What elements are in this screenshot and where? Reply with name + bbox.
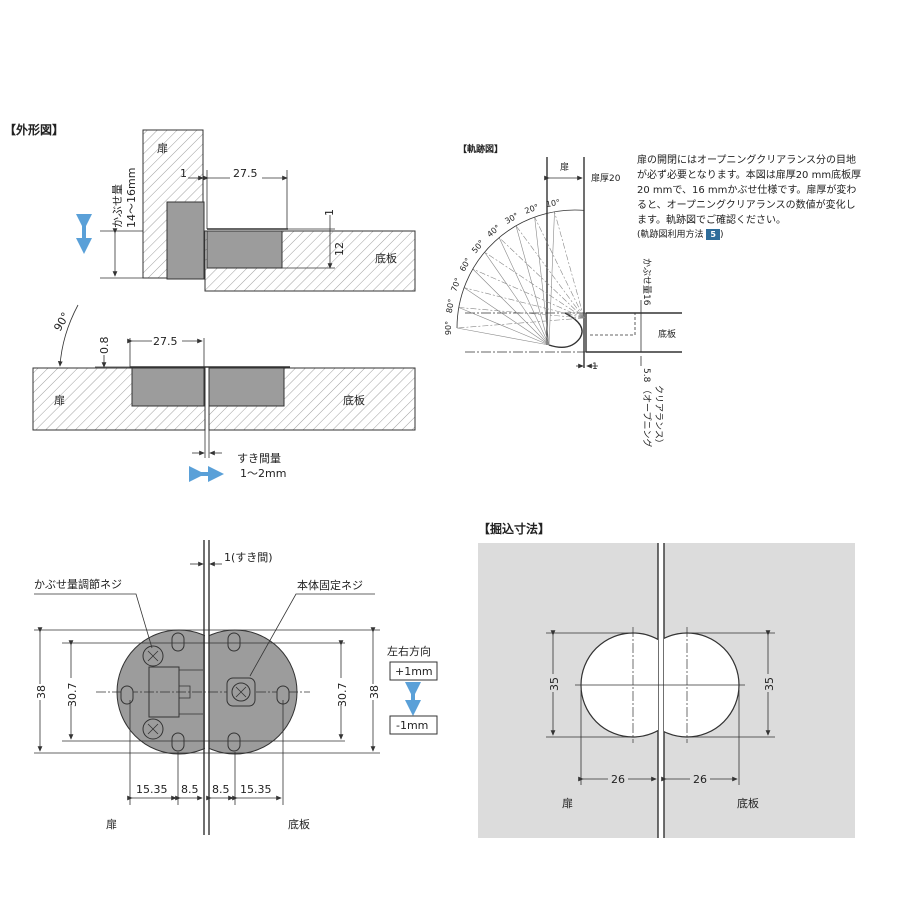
trajectory-line — [484, 251, 550, 346]
gap-range: 1～2mm — [240, 467, 286, 480]
hinge-cup-left — [131, 367, 205, 407]
trajectory-lines — [456, 211, 585, 346]
trajectory-line — [456, 327, 550, 346]
traj-door-thickness: 扉厚20 — [591, 172, 621, 184]
dim-15-35-right: 15.35 — [240, 783, 272, 796]
angle-label: 40° — [485, 223, 502, 239]
dim-35-right: 35 — [763, 677, 776, 691]
angle-label: 50° — [470, 238, 486, 255]
bore-door-label: 扉 — [562, 797, 573, 810]
dim-15-35-left: 15.35 — [136, 783, 168, 796]
door-label-plan: 扉 — [54, 394, 65, 407]
traj-board-label: 底板 — [658, 328, 676, 340]
dim-38-left: 38 — [35, 685, 48, 699]
hinge-board-part — [206, 230, 283, 269]
dim-8-5-right: 8.5 — [212, 783, 230, 796]
angle-label: 80° — [445, 298, 456, 314]
dim-38-right: 38 — [368, 685, 381, 699]
top-door-label: 扉 — [106, 818, 117, 831]
adjust-screw-bottom — [142, 718, 164, 740]
board-label: 底板 — [375, 251, 397, 265]
bore-section: 【掘込寸法】 35 35 26 26 扉 底板 — [478, 521, 855, 838]
angle-label: 20° — [524, 202, 540, 215]
trajectory-line — [472, 268, 585, 319]
door-label: 扉 — [157, 142, 168, 155]
overlay-label: かぶせ量 — [111, 184, 124, 228]
trajectory-note-text: 扉の開閉にはオープニングクリアランス分の目地が必ず必要となります。本図は扉厚20… — [637, 155, 862, 226]
traj-door-label: 扉 — [560, 161, 569, 173]
dim-top-1: 1 — [323, 209, 336, 216]
traj-clearance-value: 5.8 — [641, 368, 651, 383]
adjust-screw-label: かぶせ量調節ネジ — [34, 577, 122, 591]
trajectory-usage[interactable]: (軌跡図利用方法 5) — [637, 228, 865, 243]
dim-1: 1 — [180, 167, 187, 180]
usage-close: ) — [719, 230, 724, 240]
traj-dim-1: 1 — [592, 362, 598, 372]
fix-screw — [226, 677, 256, 707]
fix-screw-label: 本体固定ネジ — [297, 578, 363, 592]
gap-label: すき間量 — [237, 452, 281, 465]
trajectory-line — [463, 287, 550, 346]
trajectory-line — [458, 307, 585, 319]
trajectory-note: 扉の開閉にはオープニングクリアランス分の目地が必ず必要となります。本図は扉厚20… — [637, 153, 865, 243]
usage-badge[interactable]: 5 — [706, 229, 720, 240]
trajectory-line — [534, 216, 585, 319]
dim-0-8: 0.8 — [98, 337, 111, 355]
hinge-cup-right — [208, 367, 285, 407]
overlay-range: 14～16mm — [125, 168, 138, 228]
trajectory-line — [515, 225, 550, 346]
minus-1mm: -1mm — [396, 719, 428, 732]
traj-clearance-label-1: （オープニング — [641, 385, 653, 447]
bore-title: 【掘込寸法】 — [478, 521, 550, 536]
dim-30-7-left: 30.7 — [66, 683, 79, 708]
lr-direction-label: 左右方向 — [387, 644, 431, 658]
usage-link-text[interactable]: (軌跡図利用方法 — [637, 230, 704, 240]
trajectory-line — [472, 268, 550, 346]
trajectory-title: 【軌跡図】 — [458, 143, 503, 155]
plus-1mm: +1mm — [395, 665, 433, 678]
top-board-label: 底板 — [288, 817, 310, 831]
dim-12: 12 — [333, 242, 346, 256]
angle-label: 90° — [444, 321, 453, 335]
dim-27-5-plan: 27.5 — [153, 335, 178, 348]
angle-90: 90° — [51, 310, 72, 333]
trajectory-line — [515, 225, 585, 319]
top-view-section: 1(すき間) かぶせ量調節ネジ 本体固定ネジ 38 30.7 30.7 38 1… — [34, 540, 438, 835]
trajectory-line — [484, 251, 585, 319]
trajectory-line — [464, 287, 585, 319]
dim-35-left: 35 — [548, 677, 561, 691]
adjust-screw-top — [142, 645, 164, 667]
outline-title: 【外形図】 — [4, 122, 64, 137]
traj-clearance-label-2: クリアランス） — [653, 385, 664, 448]
gap-1: 1(すき間) — [224, 551, 273, 564]
trajectory-line — [458, 307, 550, 346]
dim-8-5-left: 8.5 — [181, 783, 199, 796]
angle-label: 10° — [545, 198, 561, 209]
open-angle-arc — [57, 304, 79, 367]
dim-26-left: 26 — [611, 773, 625, 786]
dim-27-5: 27.5 — [233, 167, 258, 180]
traj-overlay: かぶせ量16 — [641, 258, 652, 306]
dim-30-7-right: 30.7 — [336, 683, 349, 708]
bore-board-label: 底板 — [737, 796, 759, 810]
trajectory-line — [554, 211, 585, 319]
angle-label: 30° — [503, 211, 520, 226]
trajectory-line — [498, 237, 585, 319]
outline-section: 【外形図】 扉 底板 1 27.5 1 12 かぶせ量 14～16mm — [4, 122, 416, 482]
board-label-plan: 底板 — [343, 393, 365, 407]
hinge-door-part — [166, 201, 205, 280]
trajectory-line — [548, 211, 555, 346]
trajectory-line — [534, 217, 550, 346]
angle-label: 70° — [449, 277, 462, 293]
dim-26-right: 26 — [693, 773, 707, 786]
angle-label: 60° — [458, 256, 473, 273]
trajectory-line — [456, 317, 585, 329]
